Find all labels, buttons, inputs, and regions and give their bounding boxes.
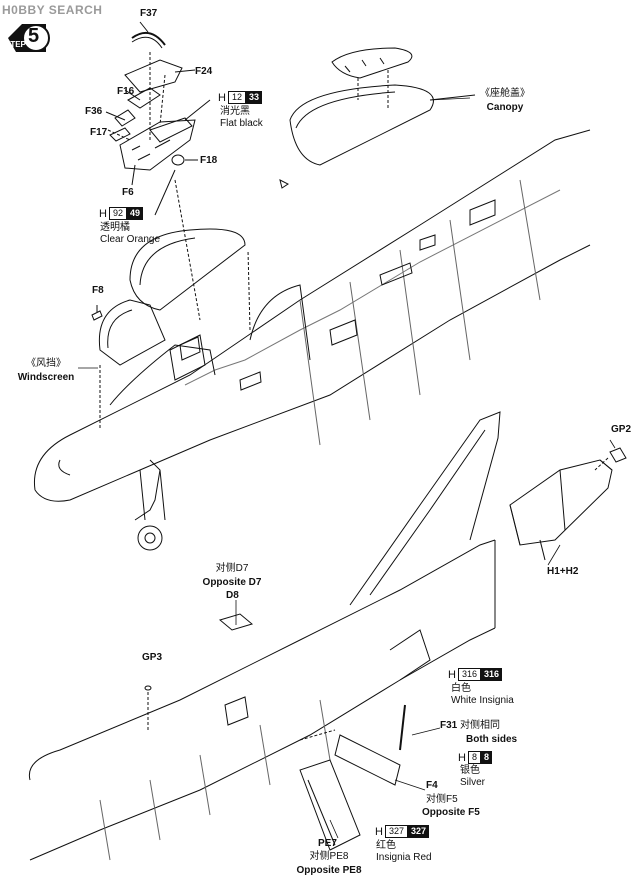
main-canopy-part	[91, 228, 251, 430]
opposite-f5-en: Opposite F5	[422, 807, 480, 818]
opposite-f5-cn: 对侧F5	[426, 794, 458, 805]
part-label-f6: F6	[122, 187, 134, 198]
windscreen-callout-cn: 《风挡》	[26, 358, 66, 369]
part-label-pe7: PE7	[318, 838, 337, 849]
aft-fuselage	[28, 411, 627, 861]
part-label-f16: F16	[117, 86, 135, 97]
opposite-pe8-cn: 对侧PE8	[309, 851, 349, 862]
both-sides-cn: 对侧相同	[460, 720, 500, 731]
part-label-f37: F37	[140, 8, 158, 19]
part-label-gp3: GP3	[142, 652, 163, 663]
paint-red-cn: 红色	[376, 840, 396, 851]
leader-lines	[78, 97, 616, 839]
forward-fuselage	[33, 129, 591, 551]
watermark-brand: H0BBY SEARCH	[2, 3, 103, 17]
part-label-f17: F17	[90, 127, 108, 138]
paint-white-cn: 白色	[451, 683, 471, 694]
cockpit-tub-assembly	[105, 21, 211, 321]
canopy-callout-cn: 《座舱盖》	[480, 88, 530, 99]
paint-silver-en: Silver	[460, 777, 486, 788]
part-label-f4: F4	[426, 780, 438, 791]
part-label-d8: D8	[226, 590, 239, 601]
paint-flat-black-cn: 消光黑	[220, 106, 250, 117]
opposite-d7-cn: 对侧D7	[215, 563, 249, 574]
step-label: STEP	[5, 40, 26, 49]
part-label-f36: F36	[85, 106, 103, 117]
step-number: 5	[28, 25, 40, 47]
opposite-pe8-en: Opposite PE8	[296, 865, 362, 876]
windscreen-callout-en: Windscreen	[17, 372, 75, 383]
paint-clear-orange-cn: 透明橘	[100, 222, 130, 233]
paint-red-en: Insignia Red	[376, 852, 432, 863]
part-label-f31: F31	[440, 720, 458, 731]
part-label-f24: F24	[195, 66, 213, 77]
paint-flat-black-en: Flat black	[220, 118, 263, 129]
part-label-h1-h2: H1+H2	[547, 566, 579, 577]
both-sides-en: Both sides	[466, 734, 518, 745]
paint-white-en: White Insignia	[451, 695, 514, 706]
part-label-gp2: GP2	[611, 424, 632, 435]
part-label-f8: F8	[92, 285, 104, 296]
canopy-assembly	[279, 47, 476, 189]
opposite-d7-en: Opposite D7	[202, 577, 262, 588]
canopy-callout-en: Canopy	[486, 102, 524, 113]
paint-silver-cn: 银色	[460, 765, 480, 776]
part-label-f18: F18	[200, 155, 218, 166]
step-badge-icon	[8, 24, 50, 52]
paint-clear-orange-en: Clear Orange	[100, 234, 161, 245]
